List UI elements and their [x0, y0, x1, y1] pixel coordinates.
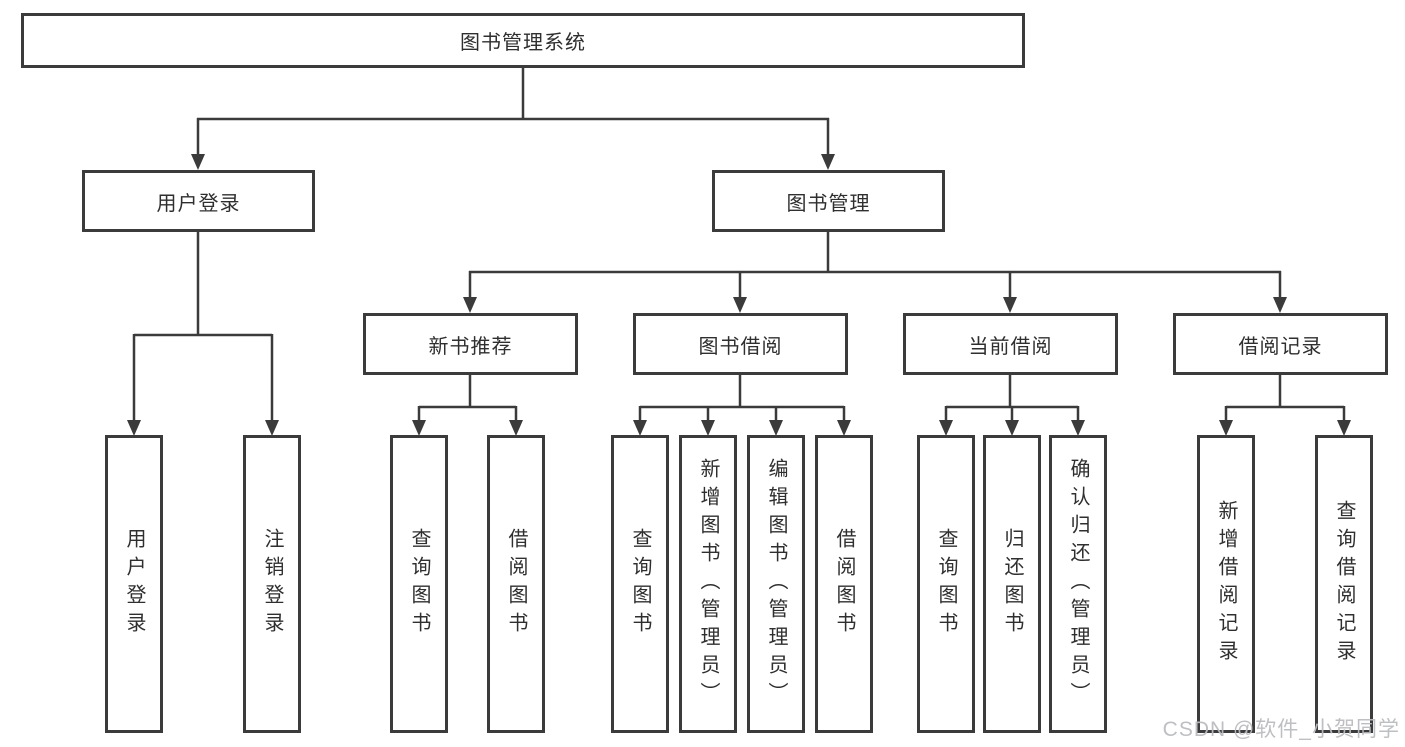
leaf-confirm-return-admin: 确认归还（管理员） [1049, 435, 1107, 733]
leaf-label: 查询图书 [629, 528, 651, 640]
leaf-borrow-books-recommend: 借阅图书 [487, 435, 545, 733]
connector-book-management-to-level3 [463, 231, 1287, 313]
connector-borrow-record-to-leaves [1219, 374, 1351, 436]
leaf-label: 归还图书 [1001, 528, 1023, 640]
leaf-add-books-admin: 新增图书（管理员） [679, 435, 737, 733]
leaf-label: 借阅图书 [833, 528, 855, 640]
leaf-query-books-current: 查询图书 [917, 435, 975, 733]
leaf-label: 查询图书 [935, 528, 957, 640]
leaf-borrow-books: 借阅图书 [815, 435, 873, 733]
csdn-watermark: CSDN @软件_小贺同学 [1162, 718, 1400, 741]
leaf-query-books-recommend: 查询图书 [390, 435, 448, 733]
leaf-edit-books-admin: 编辑图书（管理员） [747, 435, 805, 733]
leaf-add-borrow-record: 新增借阅记录 [1197, 435, 1255, 733]
node-new-book-recommend: 新书推荐 [363, 313, 578, 375]
connector-root-to-level2 [191, 67, 835, 170]
leaf-label: 新增借阅记录 [1215, 500, 1237, 668]
leaf-label: 用户登录 [123, 528, 145, 640]
leaf-label: 注销登录 [261, 528, 283, 640]
leaf-label: 编辑图书（管理员） [765, 458, 787, 710]
connector-current-borrow-to-leaves [939, 374, 1085, 436]
leaf-label: 查询图书 [408, 528, 430, 640]
leaf-label: 新增图书（管理员） [697, 458, 719, 710]
leaf-label: 确认归还（管理员） [1067, 458, 1089, 710]
leaf-query-borrow-record: 查询借阅记录 [1315, 435, 1373, 733]
leaf-return-books: 归还图书 [983, 435, 1041, 733]
leaf-label: 借阅图书 [505, 528, 527, 640]
node-root-library-system: 图书管理系统 [21, 13, 1025, 68]
connector-user-login-to-leaves [127, 231, 279, 436]
leaf-logout: 注销登录 [243, 435, 301, 733]
connector-book-borrow-to-leaves [633, 374, 851, 436]
leaf-user-login: 用户登录 [105, 435, 163, 733]
leaf-query-books-borrow: 查询图书 [611, 435, 669, 733]
leaf-label: 查询借阅记录 [1333, 500, 1355, 668]
connector-new-book-recommend-to-leaves [412, 374, 523, 436]
node-user-login: 用户登录 [82, 170, 315, 232]
node-borrow-record: 借阅记录 [1173, 313, 1388, 375]
node-book-management: 图书管理 [712, 170, 945, 232]
node-current-borrow: 当前借阅 [903, 313, 1118, 375]
node-book-borrow: 图书借阅 [633, 313, 848, 375]
